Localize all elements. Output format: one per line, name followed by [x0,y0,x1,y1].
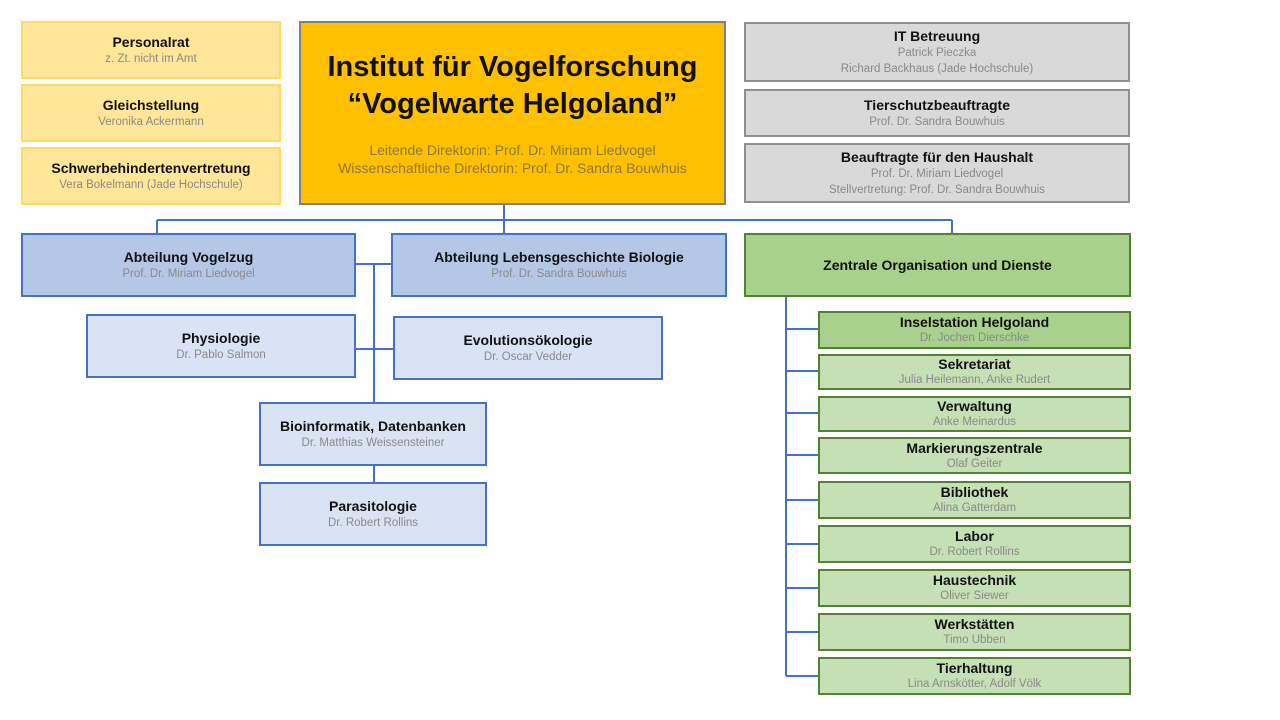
box-subtitle: Patrick Pieczka [897,46,977,59]
box-title: Markierungszentrale [906,439,1043,456]
box-title: Schwerbehindertenvertretung [51,159,251,176]
box-subtitle: Dr. Robert Rollins [327,516,419,529]
box-title: Labor [955,528,994,544]
box-subtitle: Anke Meinardus [932,416,1017,428]
box-title: Werkstätten [934,616,1015,632]
box-subtitle: Prof. Dr. Sandra Bouwhuis [491,267,627,280]
box-title: Evolutionsökologie [463,331,593,348]
box-title: IT Betreuung [893,27,981,44]
box-subtitle: Alina Gatterdam [932,502,1017,514]
box-subtitle: Richard Backhaus (Jade Hochschule) [840,62,1034,75]
service-inselstation: Inselstation Helgoland Dr. Jochen Diersc… [818,311,1131,349]
box-subtitle: Stellvertretung: Prof. Dr. Sandra Bouwhu… [828,183,1046,196]
box-subtitle: Timo Ubben [943,634,1006,646]
institute-subtitle: “Vogelwarte Helgoland” [347,88,678,120]
box-title: Parasitologie [329,497,417,514]
box-title: Beauftragte für den Haushalt [840,148,1034,165]
service-labor: Labor Dr. Robert Rollins [818,525,1131,563]
box-subtitle: Olaf Geiter [946,457,1003,470]
service-werkstaetten: Werkstätten Timo Ubben [818,613,1131,651]
box-subtitle: Oliver Siewer [940,590,1009,602]
box-title: Physiologie [181,329,261,346]
box-subtitle: Dr. Oscar Vedder [483,350,573,363]
box-subtitle: Prof. Dr. Miriam Liedvogel [870,167,1004,180]
box-personalrat: Personalrat z. Zt. nicht im Amt [21,21,281,79]
service-verwaltung: Verwaltung Anke Meinardus [818,396,1131,432]
box-title: Haustechnik [932,572,1017,588]
box-subtitle: Julia Heilemann, Anke Rudert [898,374,1051,386]
box-subtitle: Dr. Pablo Salmon [176,348,266,361]
institute-box: Institut für Vogelforschung “Vogelwarte … [299,21,726,205]
group-physiologie: Physiologie Dr. Pablo Salmon [86,314,356,378]
department-zentrale: Zentrale Organisation und Dienste [744,233,1131,297]
service-markierungszentrale: Markierungszentrale Olaf Geiter [818,437,1131,474]
box-title: Sekretariat [938,356,1011,372]
box-gleichstellung: Gleichstellung Veronika Ackermann [21,84,281,142]
box-subtitle: z. Zt. nicht im Amt [105,52,197,65]
service-sekretariat: Sekretariat Julia Heilemann, Anke Rudert [818,354,1131,390]
director-line: Leitende Direktorin: Prof. Dr. Miriam Li… [369,142,656,158]
box-title: Gleichstellung [102,96,200,113]
box-subtitle: Dr. Robert Rollins [929,546,1020,558]
service-haustechnik: Haustechnik Oliver Siewer [818,569,1131,607]
director-line: Wissenschaftliche Direktorin: Prof. Dr. … [338,160,687,176]
box-subtitle: Veronika Ackermann [98,115,204,128]
box-subtitle: Dr. Matthias Weissensteiner [301,436,445,449]
box-title: Inselstation Helgoland [899,314,1050,330]
box-tierschutzbeauftragte: Tierschutzbeauftragte Prof. Dr. Sandra B… [744,89,1130,137]
service-tierhaltung: Tierhaltung Lina Arnskötter, Adolf Völk [818,657,1131,695]
box-title: Bioinformatik, Datenbanken [280,417,466,434]
box-subtitle: Vera Bokelmann (Jade Hochschule) [59,178,243,191]
box-subtitle: Dr. Jochen Dierschke [919,332,1030,344]
box-schwerbehindertenvertretung: Schwerbehindertenvertretung Vera Bokelma… [21,147,281,205]
department-lebensgeschichte: Abteilung Lebensgeschichte Biologie Prof… [391,233,727,297]
box-subtitle: Prof. Dr. Miriam Liedvogel [122,267,255,280]
group-evolutionsoekologie: Evolutionsökologie Dr. Oscar Vedder [393,316,663,380]
box-haushalt: Beauftragte für den Haushalt Prof. Dr. M… [744,143,1130,203]
box-it-betreuung: IT Betreuung Patrick Pieczka Richard Bac… [744,22,1130,82]
box-title: Abteilung Vogelzug [123,248,254,265]
institute-title: Institut für Vogelforschung [327,51,698,83]
box-title: Tierschutzbeauftragte [864,96,1010,113]
box-title: Zentrale Organisation und Dienste [823,256,1052,273]
group-bioinformatik: Bioinformatik, Datenbanken Dr. Matthias … [259,402,487,466]
service-bibliothek: Bibliothek Alina Gatterdam [818,481,1131,519]
group-parasitologie: Parasitologie Dr. Robert Rollins [259,482,487,546]
box-title: Verwaltung [937,398,1012,414]
box-subtitle: Lina Arnskötter, Adolf Völk [907,678,1042,690]
box-title: Tierhaltung [936,660,1013,676]
box-title: Bibliothek [940,484,1009,500]
box-title: Personalrat [112,33,190,50]
department-vogelzug: Abteilung Vogelzug Prof. Dr. Miriam Lied… [21,233,356,297]
box-title: Abteilung Lebensgeschichte Biologie [434,248,684,265]
box-subtitle: Prof. Dr. Sandra Bouwhuis [869,115,1005,128]
